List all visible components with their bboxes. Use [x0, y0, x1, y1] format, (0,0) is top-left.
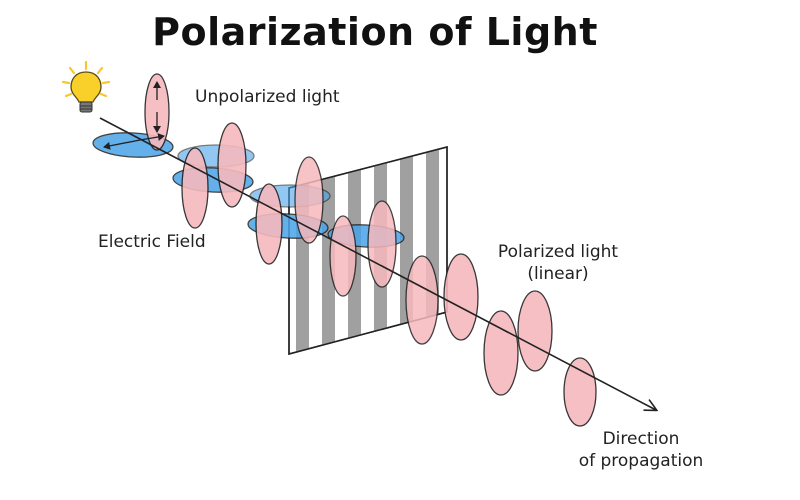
pink-lobe [367, 200, 397, 288]
label-polarized-line1: Polarized light [497, 242, 619, 262]
pink-lobe [217, 122, 247, 208]
label-direction-line1: Direction [602, 429, 680, 449]
label-direction-line2: of propagation [578, 451, 704, 471]
label-unpolarized-light: Unpolarized light [195, 87, 340, 107]
label-polarized-line2: (linear) [527, 264, 589, 284]
pink-lobe [294, 156, 324, 244]
vertical-field-lobes [144, 73, 597, 427]
diagram-title: Polarization of Light [152, 10, 598, 54]
label-direction-of-propagation: Direction of propagation [566, 428, 716, 472]
pink-lobe [181, 147, 209, 229]
pink-lobe [329, 215, 357, 297]
pink-lobe [405, 255, 439, 345]
label-electric-field: Electric Field [98, 232, 206, 252]
light-bulb-icon [61, 60, 111, 113]
field-indicator-arrows [103, 81, 165, 150]
label-polarized-light: Polarized light (linear) [488, 241, 628, 285]
pink-lobe [483, 310, 519, 396]
propagation-arrow [99, 117, 656, 410]
pink-lobe [563, 357, 597, 427]
pink-lobe [443, 253, 479, 341]
pink-lobe [255, 183, 283, 265]
pink-lobe [517, 290, 553, 372]
